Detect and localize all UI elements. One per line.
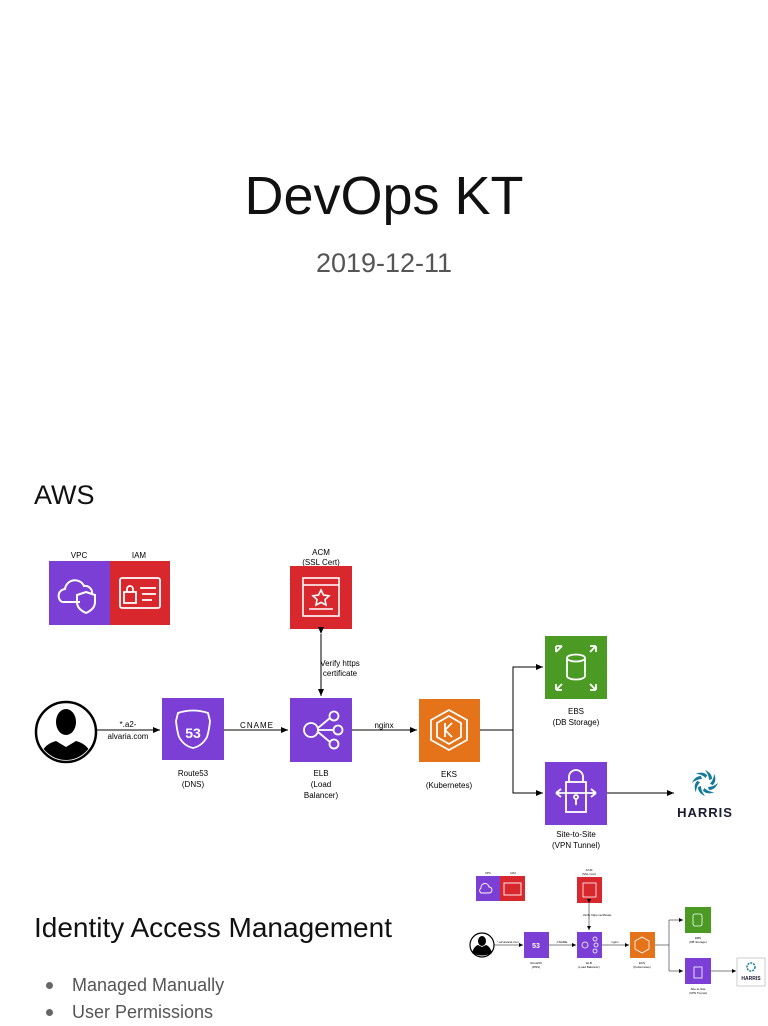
- vpn-node: [545, 762, 607, 825]
- iam-box: [110, 561, 170, 625]
- slide-date: 2019-12-11: [315, 248, 453, 278]
- thumb-ebs-label: EBS: [695, 936, 701, 940]
- ebs-label: EBS: [568, 707, 584, 716]
- thumb-nginx-label: nginx: [611, 940, 619, 944]
- iam-bullet-list: Managed Manually User Permissions: [44, 972, 224, 1026]
- thumb-ebs-sublabel: (DB Storage): [689, 940, 707, 944]
- thumb-eks-label: EKS: [639, 961, 645, 965]
- slide-title: DevOps KT: [244, 166, 524, 226]
- iam-label: IAM: [132, 551, 147, 560]
- acm-node: [290, 566, 352, 629]
- user-route53-edge-label2: alvaria.com: [108, 732, 149, 741]
- eks-vpn-edge: [512, 730, 543, 796]
- elb-label: ELB: [313, 769, 328, 778]
- svg-text:53: 53: [185, 725, 201, 741]
- route53-box: [162, 698, 224, 760]
- thumb-iam-icon: [503, 882, 522, 896]
- eks-node: [419, 699, 480, 762]
- thumb-vpn-label: Site-to-Site: [691, 987, 706, 991]
- ebs-box: [545, 636, 607, 699]
- route53-label: Route53: [178, 769, 209, 778]
- bullet-item: User Permissions: [44, 999, 224, 1026]
- vpn-label: Site-to-Site: [556, 830, 596, 839]
- thumb-user-icon: [469, 932, 495, 958]
- thumb-eks-box: [630, 932, 655, 958]
- thumb-harris-label: HARRIS: [741, 976, 761, 982]
- thumb-eks-icon: [634, 936, 650, 954]
- thumb-acm-sublabel: (SSL Cert): [582, 872, 596, 876]
- acm-elb-edge-label2: certificate: [323, 669, 358, 678]
- thumb-route53-label: Route53: [530, 961, 542, 965]
- vpc-node: [49, 561, 110, 625]
- harris-label: HARRIS: [677, 805, 733, 820]
- thumb-eks-ebs-edge: [655, 918, 683, 946]
- thumb-iam-label: IAM: [510, 871, 516, 875]
- acm-sublabel: (SSL Cert): [302, 558, 340, 567]
- id-card-icon: [119, 577, 161, 609]
- thumb-ebs-icon: [692, 913, 703, 927]
- route53-node: 53: [162, 698, 224, 760]
- thumb-vpc-label: VPC: [485, 871, 492, 875]
- storage-icon: [555, 645, 597, 691]
- cloud-shield-icon: [57, 579, 96, 615]
- kubernetes-icon: [430, 708, 468, 752]
- ebs-node: [545, 636, 607, 699]
- ebs-sublabel: (DB Storage): [553, 718, 600, 727]
- thumb-route53-sublabel: (DNS): [532, 965, 540, 969]
- eks-ebs-edge: [480, 664, 543, 731]
- route53-shield-icon: 53: [175, 709, 211, 749]
- elb-eks-edge-label: nginx: [374, 721, 393, 730]
- load-balancer-icon: [303, 710, 344, 750]
- thumb-vpc-box: [476, 876, 500, 901]
- thumb-vpc-icon: [479, 883, 493, 894]
- thumb-vpn-sublabel: (VPN Tunnel): [689, 991, 707, 995]
- harris-logo-icon: [692, 770, 718, 796]
- thumb-cname-label: CNAME: [557, 940, 568, 944]
- thumb-ebs-box: [685, 907, 711, 933]
- vpn-sublabel: (VPN Tunnel): [552, 841, 600, 850]
- thumb-vpn-box: [685, 958, 711, 984]
- thumb-route53-icon: 53: [532, 943, 540, 950]
- elb-sublabel1: (Load: [311, 780, 331, 789]
- thumb-elb-icon: [581, 936, 599, 954]
- acm-box: [290, 566, 352, 629]
- eks-box: [419, 699, 480, 762]
- thumb-elb-sublabel: (Load Balancer): [578, 965, 599, 969]
- aws-heading: AWS: [34, 480, 95, 510]
- acm-elb-edge-label1: Verify https: [320, 659, 360, 668]
- eks-sublabel: (Kubernetes): [426, 781, 473, 790]
- vpc-label: VPC: [71, 551, 88, 560]
- thumb-eks-sublabel: (Kubernetes): [633, 965, 650, 969]
- thumb-route53-box: [524, 932, 549, 958]
- diagram-thumbnail: VPC IAM ACM (SSL Cert) Verify https cert…: [469, 868, 766, 995]
- acm-label: ACM: [312, 548, 330, 557]
- elb-sublabel2: Balancer): [304, 791, 339, 800]
- thumb-verify-label: Verify https certificate: [583, 913, 612, 917]
- thumb-acm-icon: [582, 882, 597, 898]
- thumb-acm-box: [577, 877, 602, 903]
- iam-node: [110, 561, 170, 625]
- thumb-elb-label: ELB: [586, 961, 592, 965]
- iam-heading: Identity Access Management: [34, 912, 392, 943]
- thumb-acm-label: ACM: [586, 868, 593, 872]
- certificate-icon: [302, 577, 340, 617]
- thumb-eks-vpn-edge: [668, 945, 683, 973]
- eks-label: EKS: [441, 770, 457, 779]
- vpn-lock-icon: [555, 769, 597, 813]
- route53-elb-edge-label: CNAME: [240, 721, 274, 730]
- user-route53-edge-label1: *.a2-: [120, 720, 137, 729]
- thumb-user-edge-label: *.a2-alvaria.com: [497, 940, 519, 944]
- thumb-harris-icon: [746, 962, 756, 972]
- route53-sublabel: (DNS): [182, 780, 205, 789]
- bullet-item: Managed Manually: [44, 972, 224, 999]
- thumb-vpn-icon: [693, 966, 703, 979]
- elb-node: [290, 698, 352, 762]
- user-avatar-icon: [34, 700, 98, 764]
